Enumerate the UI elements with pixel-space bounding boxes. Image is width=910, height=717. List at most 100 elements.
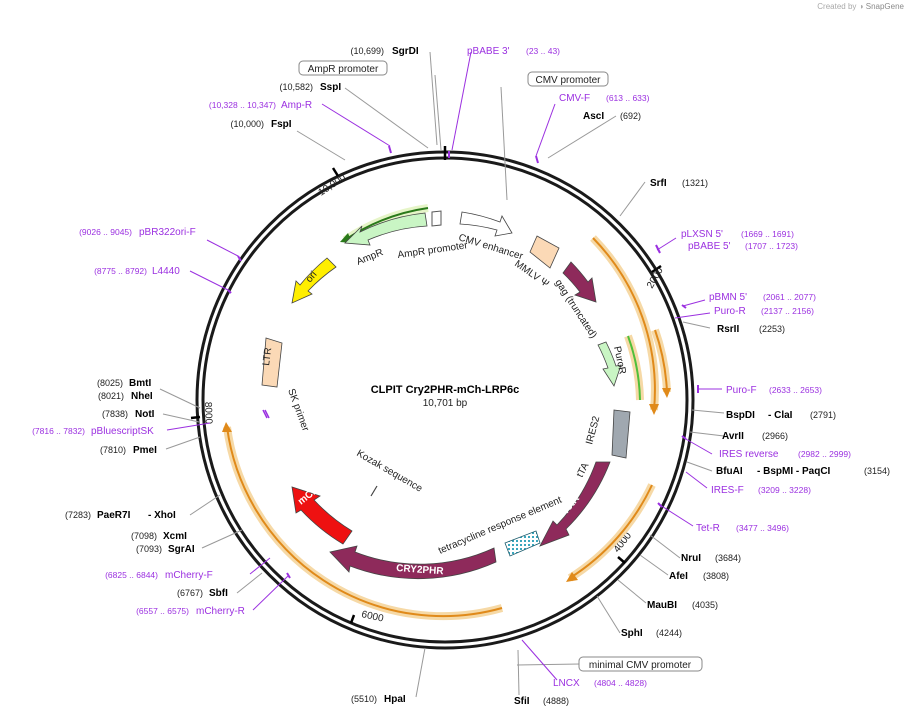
site-pos: (3808) bbox=[703, 571, 729, 581]
site-name: HpaI bbox=[384, 694, 406, 705]
primer-name: pBMN 5' bbox=[709, 292, 747, 303]
feature-label: ori bbox=[304, 269, 320, 285]
boxed-label-min-cmv: minimal CMV promoter bbox=[589, 660, 692, 671]
snapgene-credit: Created by ◑ SnapGene bbox=[817, 2, 904, 11]
site-pos: (7838) bbox=[102, 409, 128, 419]
primer-pos: (4804 .. 4828) bbox=[594, 678, 647, 688]
tick-label: 10,000 bbox=[317, 172, 349, 198]
site-name: NheI bbox=[131, 391, 153, 402]
site-name: SgrAI bbox=[168, 544, 195, 555]
site-name: BspDI bbox=[726, 410, 755, 421]
primer-name: pLXSN 5' bbox=[681, 229, 723, 240]
primer-name: IRES reverse bbox=[719, 449, 779, 460]
site-name: SgrDI bbox=[392, 46, 419, 57]
site-extra: - ClaI bbox=[768, 410, 793, 421]
site-pos: (7093) bbox=[136, 544, 162, 554]
primer-name: mCherry-R bbox=[196, 606, 245, 617]
primer-pos: (2061 .. 2077) bbox=[763, 292, 816, 302]
site-pos: (692) bbox=[620, 111, 641, 121]
plasmid-title: CLPIT Cry2PHR-mCh-LRP6c 10,701 bp bbox=[371, 384, 520, 409]
ires2-box bbox=[611, 409, 631, 459]
site-name: SphI bbox=[621, 628, 643, 639]
site-pos: (2253) bbox=[759, 324, 785, 334]
orf-arc bbox=[592, 237, 656, 411]
primer-name: CMV-F bbox=[559, 93, 590, 104]
primers: pBABE 3' (23 .. 43) CMV-F (613 .. 633) (… bbox=[32, 46, 851, 689]
puror-arrow bbox=[597, 341, 622, 387]
site-name: PaeR7I bbox=[97, 510, 131, 521]
site-name: AfeI bbox=[669, 571, 688, 582]
leader-lines bbox=[159, 51, 725, 698]
site-name: PmeI bbox=[133, 445, 157, 456]
tick-label: 6000 bbox=[360, 609, 384, 624]
site-pos: (4244) bbox=[656, 628, 682, 638]
site-pos: (2966) bbox=[762, 431, 788, 441]
site-pos: (8025) bbox=[97, 378, 123, 388]
credit-prefix: Created by bbox=[817, 2, 857, 11]
primer-name: pBABE 5' bbox=[688, 241, 731, 252]
boxed-label-ampr-promoter: AmpR promoter bbox=[308, 64, 379, 75]
primer-pos: (1707 .. 1723) bbox=[745, 241, 798, 251]
primer-name: Puro-F bbox=[726, 385, 757, 396]
boxed-label-cmv-promoter: CMV promoter bbox=[535, 75, 601, 86]
tetr-arrow bbox=[539, 461, 611, 547]
primer-pos: (3477 .. 3496) bbox=[736, 523, 789, 533]
plasmid-name: CLPIT Cry2PHR-mCh-LRP6c bbox=[371, 384, 520, 396]
primer-pos: (1669 .. 1691) bbox=[741, 229, 794, 239]
site-name: BfuAI bbox=[716, 466, 743, 477]
mcherry-arrow bbox=[291, 486, 353, 545]
site-pos: (4035) bbox=[692, 600, 718, 610]
primer-pos: (3209 .. 3228) bbox=[758, 485, 811, 495]
feature-label: SK primer bbox=[285, 387, 311, 433]
boxed-labels: AmpR promoter CMV promoter minimal CMV p… bbox=[298, 60, 703, 672]
site-name: RsrII bbox=[717, 324, 739, 335]
credit-brand: SnapGene bbox=[865, 2, 904, 11]
tick-label: 8000 bbox=[202, 402, 214, 425]
primer-name: LNCX bbox=[553, 678, 580, 689]
site-pos: (10,000) bbox=[230, 119, 264, 129]
orf-arcs bbox=[222, 204, 671, 621]
tick-marks bbox=[190, 167, 662, 624]
primer-pos: (6825 .. 6844) bbox=[105, 570, 158, 580]
primer-name: mCherry-F bbox=[165, 570, 213, 581]
site-pos: (2791) bbox=[810, 410, 836, 420]
feature-label: Kozak sequence bbox=[355, 448, 425, 495]
feature-label: tTA bbox=[575, 461, 592, 479]
primer-name: Amp-R bbox=[281, 100, 312, 111]
feature-label: AmpR bbox=[355, 247, 385, 268]
ampr-arrow bbox=[344, 212, 428, 246]
primer-pos: (6557 .. 6575) bbox=[136, 606, 189, 616]
sk-primer-marker bbox=[262, 409, 268, 419]
site-pos: (5510) bbox=[351, 694, 377, 704]
ori-arrow bbox=[291, 257, 337, 304]
site-name: AscI bbox=[583, 111, 604, 122]
primer-pos: (9026 .. 9045) bbox=[79, 227, 132, 237]
primer-pos: (2137 .. 2156) bbox=[761, 306, 814, 316]
site-name: NruI bbox=[681, 553, 701, 564]
site-name: NotI bbox=[135, 409, 155, 420]
site-name: MauBI bbox=[647, 600, 677, 611]
cry2phr-arrow bbox=[329, 545, 497, 579]
feature-label: AmpR promoter bbox=[397, 240, 469, 261]
site-pos: (10,582) bbox=[279, 82, 313, 92]
site-name: SrfI bbox=[650, 178, 667, 189]
site-pos: (7098) bbox=[131, 531, 157, 541]
feature-label: CRY2PHR bbox=[396, 563, 445, 577]
site-pos: (7283) bbox=[65, 510, 91, 520]
primer-name: IRES-F bbox=[711, 485, 744, 496]
site-name: SfiI bbox=[514, 696, 530, 707]
kozak-marker bbox=[370, 485, 378, 497]
site-name: SspI bbox=[320, 82, 341, 93]
restriction-sites: (10,699) SgrDI (10,582) SspI (10,000) Fs… bbox=[65, 46, 890, 707]
feature-label: tetracycline response element bbox=[437, 495, 564, 557]
primer-name: pBR322ori-F bbox=[139, 227, 196, 238]
site-name: FspI bbox=[271, 119, 292, 130]
site-pos: (7810) bbox=[100, 445, 126, 455]
feature-label: LTR bbox=[261, 347, 274, 366]
feature-arrows bbox=[261, 210, 631, 579]
primer-name: pBluescriptSK bbox=[91, 426, 154, 437]
backbone bbox=[195, 146, 695, 650]
feature-label: IRES2 bbox=[584, 415, 602, 446]
site-name: XcmI bbox=[163, 531, 187, 542]
primer-pos: (2982 .. 2999) bbox=[798, 449, 851, 459]
